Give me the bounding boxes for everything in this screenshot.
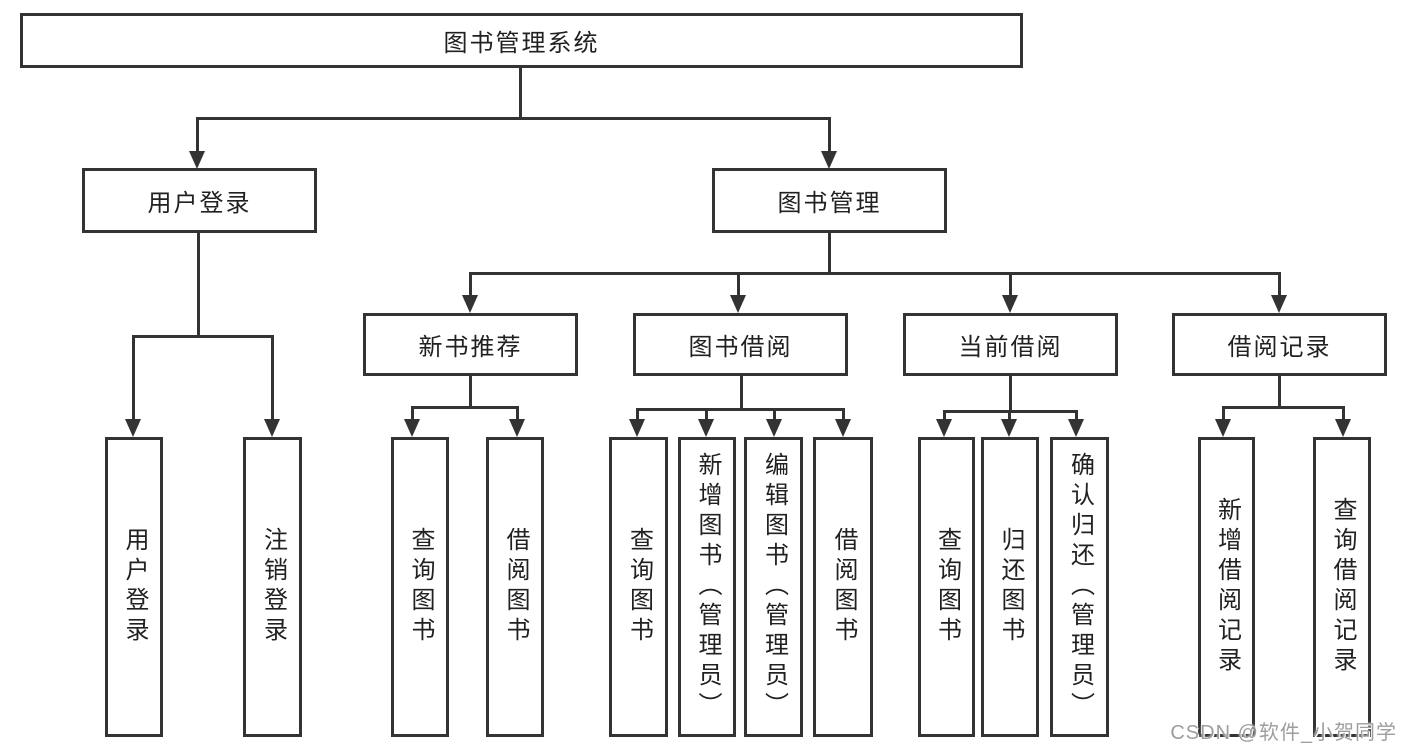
arrow-down-icon	[462, 295, 478, 313]
connector-leaf-stem	[271, 335, 274, 420]
connector-leaf-stem	[1222, 406, 1225, 420]
connector-leaf-stem	[1008, 410, 1011, 420]
arrow-down-icon	[629, 419, 645, 437]
leaf-user-login-label: 用户登录	[121, 527, 148, 647]
connector-leaf-stem	[636, 408, 639, 420]
arrow-down-icon	[698, 419, 714, 437]
leaf-query-borrow-record: 查询借阅记录	[1313, 437, 1371, 737]
connector-userlogin-down	[197, 233, 200, 336]
arrow-down-icon	[125, 419, 141, 437]
connector-level3-stem	[737, 272, 740, 296]
arrow-down-icon	[730, 295, 746, 313]
connector-userlogin-stem	[196, 117, 199, 151]
connector-records-hbar	[1222, 406, 1345, 409]
connector-newbook-hbar	[411, 406, 518, 409]
arrow-down-icon	[936, 419, 952, 437]
node-new-book-recommend-label: 新书推荐	[418, 334, 523, 361]
leaf-newbook-query-label: 查询图书	[407, 527, 434, 647]
connector-current-down	[1009, 376, 1012, 411]
csdn-watermark: CSDN @软件_小贺同学	[1170, 722, 1397, 744]
leaf-logout: 注销登录	[243, 437, 302, 737]
leaf-add-book-admin-label: 新增图书（管理员）	[694, 452, 721, 722]
arrow-down-icon	[835, 419, 851, 437]
connector-userlogin-hbar	[132, 335, 274, 338]
connector-level3-hbar	[469, 272, 1281, 275]
node-root: 图书管理系统	[20, 13, 1023, 68]
leaf-newbook-borrow: 借阅图书	[486, 437, 544, 737]
node-book-management-label: 图书管理	[777, 190, 882, 217]
arrow-down-icon	[821, 151, 837, 169]
leaf-borrow-book: 借阅图书	[813, 437, 873, 737]
node-book-borrow: 图书借阅	[633, 313, 848, 376]
connector-leaf-stem	[773, 408, 776, 420]
leaf-return-book-label: 归还图书	[997, 527, 1024, 647]
leaf-borrow-query-label: 查询图书	[625, 527, 653, 647]
leaf-borrow-query: 查询图书	[609, 437, 668, 737]
connector-level3-stem	[1278, 272, 1281, 296]
leaf-newbook-query: 查询图书	[391, 437, 449, 737]
leaf-query-borrow-record-label: 查询借阅记录	[1329, 497, 1356, 677]
connector-leaf-stem	[516, 406, 519, 420]
node-current-borrow: 当前借阅	[903, 313, 1118, 376]
connector-borrow-hbar	[636, 408, 844, 411]
connector-leaf-stem	[411, 406, 414, 420]
arrow-down-icon	[766, 419, 782, 437]
leaf-add-book-admin: 新增图书（管理员）	[678, 437, 736, 737]
arrow-down-icon	[1215, 419, 1231, 437]
arrow-down-icon	[1271, 295, 1287, 313]
connector-leaf-stem	[705, 408, 708, 420]
connector-leaf-stem	[132, 335, 135, 420]
connector-borrow-down	[740, 376, 743, 409]
node-current-borrow-label: 当前借阅	[958, 334, 1063, 361]
connector-leaf-stem	[842, 408, 845, 420]
leaf-edit-book-admin-label: 编辑图书（管理员）	[760, 452, 788, 722]
leaf-confirm-return-admin-label: 确认归还（管理员）	[1066, 452, 1094, 722]
leaf-newbook-borrow-label: 借阅图书	[502, 527, 529, 647]
connector-level3-stem	[1009, 272, 1012, 296]
arrow-down-icon	[1068, 419, 1084, 437]
node-user-login-label: 用户登录	[147, 190, 252, 217]
connector-records-down	[1278, 375, 1281, 407]
arrow-down-icon	[509, 419, 525, 437]
leaf-user-login: 用户登录	[105, 437, 163, 737]
leaf-current-query: 查询图书	[918, 437, 975, 737]
connector-leaf-stem	[1342, 406, 1345, 420]
connector-bookmgmt-down	[828, 233, 831, 273]
arrow-down-icon	[1335, 419, 1351, 437]
leaf-edit-book-admin: 编辑图书（管理员）	[744, 437, 803, 737]
arrow-down-icon	[404, 419, 420, 437]
connector-leaf-stem	[1075, 410, 1078, 420]
connector-root-stem	[519, 68, 522, 118]
node-borrow-records-label: 借阅记录	[1227, 334, 1332, 361]
leaf-borrow-book-label: 借阅图书	[830, 527, 857, 647]
connector-newbook-down	[469, 376, 472, 407]
leaf-return-book: 归还图书	[981, 437, 1039, 737]
arrow-down-icon	[1002, 295, 1018, 313]
leaf-add-borrow-record: 新增借阅记录	[1198, 437, 1255, 737]
leaf-confirm-return-admin: 确认归还（管理员）	[1050, 437, 1109, 737]
connector-leaf-stem	[943, 410, 946, 420]
leaf-current-query-label: 查询图书	[933, 527, 961, 647]
node-book-borrow-label: 图书借阅	[688, 334, 793, 361]
arrow-down-icon	[264, 419, 280, 437]
connector-root-hbar	[196, 117, 831, 120]
node-borrow-records: 借阅记录	[1172, 313, 1387, 376]
node-book-management: 图书管理	[712, 168, 947, 233]
node-root-label: 图书管理系统	[443, 30, 600, 57]
connector-level3-stem	[469, 272, 472, 296]
node-user-login: 用户登录	[82, 168, 317, 233]
node-new-book-recommend: 新书推荐	[363, 313, 578, 376]
leaf-add-borrow-record-label: 新增借阅记录	[1213, 497, 1241, 677]
connector-bookmgmt-stem	[828, 117, 831, 151]
leaf-logout-label: 注销登录	[259, 527, 287, 647]
arrow-down-icon	[189, 151, 205, 169]
arrow-down-icon	[1001, 419, 1017, 437]
